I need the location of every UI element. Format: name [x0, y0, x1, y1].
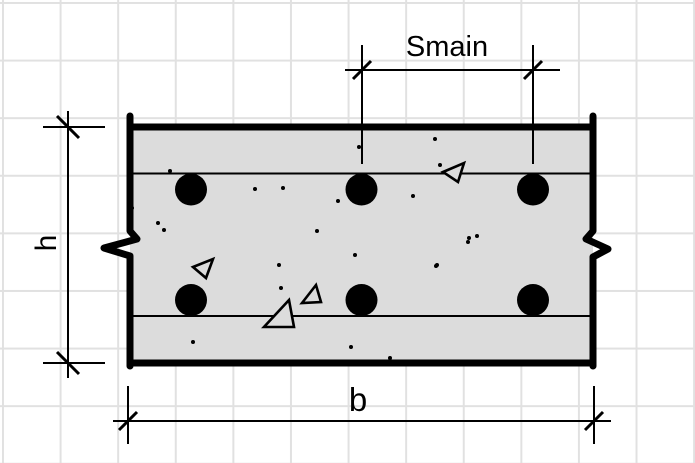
aggregate-dot — [353, 253, 357, 257]
aggregate-dot — [411, 194, 415, 198]
smain-tick-left — [351, 59, 373, 81]
rebar-bar-bottom — [517, 284, 549, 316]
rebar-bar-top — [175, 173, 207, 206]
aggregate-dot — [357, 145, 361, 149]
smain-label: Smain — [406, 31, 488, 63]
aggregate-dot — [467, 236, 471, 240]
aggregate-triangles-group — [190, 160, 467, 329]
aggregate-dot — [281, 186, 285, 190]
concrete-section — [130, 127, 593, 363]
h-tick-top — [55, 114, 81, 140]
b-tick-left — [117, 410, 139, 432]
aggregate-dot — [466, 240, 470, 244]
aggregate-dot — [277, 263, 281, 267]
aggregate-triangle — [190, 256, 216, 281]
rebar-bar-bottom — [345, 284, 378, 316]
aggregate-dot — [388, 356, 392, 360]
rebar-bar-bottom — [175, 284, 207, 316]
aggregate-dot — [162, 228, 166, 232]
b-tick-right — [583, 410, 605, 432]
aggregate-dot — [191, 340, 195, 344]
h-label: h — [30, 235, 63, 252]
aggregate-triangle — [299, 282, 323, 305]
aggregate-dot — [336, 199, 340, 203]
section-left-edge-break — [100, 112, 141, 370]
rebar-bar-top — [345, 173, 378, 206]
aggregate-triangle — [261, 297, 296, 329]
aggregate-dot — [168, 169, 172, 173]
rebar-bar-top — [517, 173, 549, 206]
aggregate-dot — [279, 286, 283, 290]
aggregate-dot — [156, 221, 160, 225]
h-tick-bottom — [55, 350, 81, 376]
aggregate-dot — [475, 234, 479, 238]
aggregate-dot — [434, 264, 438, 268]
aggregate-dot — [349, 345, 353, 349]
dimension-smain: Smain — [345, 31, 560, 164]
dimension-h: h — [30, 111, 105, 378]
aggregate-triangle — [440, 160, 467, 185]
b-label: b — [349, 381, 367, 418]
aggregate-dot — [315, 229, 319, 233]
aggregate-dot — [253, 187, 257, 191]
dimension-b: b — [113, 381, 611, 444]
rebar-group — [175, 173, 549, 316]
section-right-edge-break — [582, 112, 612, 370]
smain-tick-right — [522, 59, 544, 81]
aggregate-dot — [433, 137, 437, 141]
aggregate-dot — [438, 163, 442, 167]
